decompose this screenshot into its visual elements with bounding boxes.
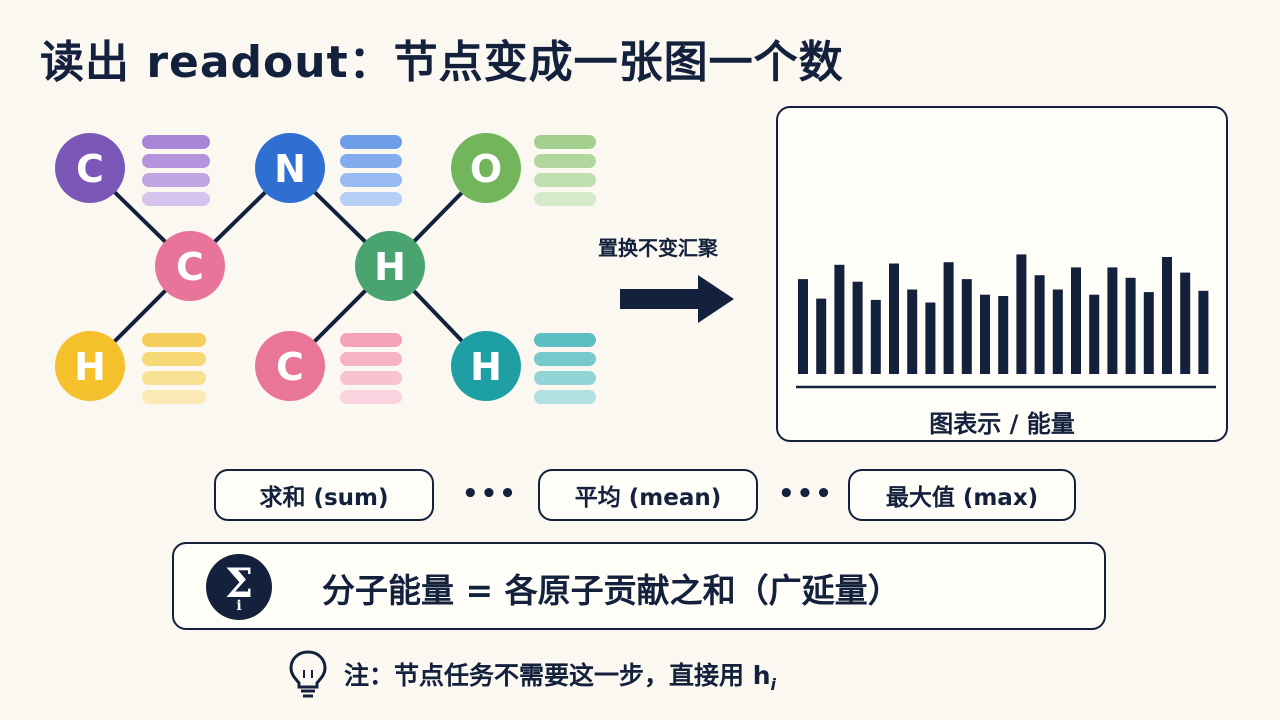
node-feature-bar <box>142 173 210 187</box>
node-feature-bar <box>534 352 596 366</box>
node-feature-bar <box>142 192 210 206</box>
atom-circle <box>451 133 521 203</box>
aggregator-max: 最大值 (max) <box>848 469 1076 521</box>
node-feature-bar <box>142 390 206 404</box>
atom-label: H <box>374 245 406 289</box>
formula-box: Σ i 分子能量 = 各原子贡献之和（广延量） <box>172 542 1106 630</box>
atom-node: H <box>451 331 521 401</box>
node-feature-bar <box>142 352 206 366</box>
atom-label: H <box>470 345 502 389</box>
node-feature-bar <box>534 192 596 206</box>
node-feature-bar <box>142 371 206 385</box>
readout-bar <box>1052 289 1063 374</box>
readout-bar <box>980 294 990 374</box>
node-feature-bar <box>340 154 402 168</box>
node-feature-bar <box>340 173 402 187</box>
atom-circle <box>355 231 425 301</box>
aggregator-label: 求和 (sum) <box>259 485 389 511</box>
atom-node: N <box>255 133 325 203</box>
graph-representation-panel: 图表示 / 能量 <box>776 106 1228 442</box>
atom-label: N <box>274 147 306 191</box>
right-arrow-icon <box>620 275 734 323</box>
separator-dots: ••• <box>778 479 834 509</box>
readout-bar <box>798 279 808 374</box>
sigma-sum-icon: Σ i <box>206 554 272 620</box>
pooling-label: 置换不变汇聚 <box>598 236 718 260</box>
readout-bar <box>925 302 936 374</box>
atom-circle <box>55 331 125 401</box>
atom-node: C <box>155 231 225 301</box>
readout-bar <box>1162 257 1172 374</box>
separator-dots: ••• <box>462 479 518 509</box>
aggregator-label: 平均 (mean) <box>574 485 722 511</box>
note-subscript: i <box>770 675 776 694</box>
atom-node: C <box>55 133 125 203</box>
readout-bar <box>907 289 918 374</box>
atom-circle <box>255 331 325 401</box>
readout-bar <box>852 281 863 374</box>
atom-label: C <box>176 245 204 289</box>
readout-bar <box>1198 290 1209 374</box>
node-feature-bar <box>340 371 402 385</box>
node-feature-bar <box>340 135 402 149</box>
node-feature-bar <box>340 333 402 347</box>
page-title: 读出 readout：节点变成一张图一个数 <box>40 37 844 88</box>
formula-text: 分子能量 = 各原子贡献之和（广延量） <box>322 571 901 610</box>
readout-bar <box>870 299 881 374</box>
node-feature-bar <box>142 135 210 149</box>
readout-bar <box>1143 292 1154 374</box>
readout-bar <box>1107 267 1118 374</box>
node-feature-bar <box>340 352 402 366</box>
atom-node: C <box>255 331 325 401</box>
aggregator-mean: 平均 (mean) <box>538 469 758 521</box>
panel-caption: 图表示 / 能量 <box>929 410 1075 438</box>
node-feature-bar <box>142 333 206 347</box>
note-main: 注：节点任务不需要这一步，直接用 h <box>344 661 771 690</box>
node-feature-bar <box>534 333 596 347</box>
atom-label: C <box>276 345 304 389</box>
aggregator-label: 最大值 (max) <box>885 485 1039 511</box>
atom-circle <box>155 231 225 301</box>
readout-bar <box>834 264 845 374</box>
readout-bar <box>1016 254 1027 374</box>
atom-label: O <box>470 147 502 191</box>
readout-bar <box>889 263 899 374</box>
atom-circle <box>451 331 521 401</box>
node-feature-bar <box>534 154 596 168</box>
node-feature-bar <box>534 390 596 404</box>
node-feature-stacks <box>142 135 596 404</box>
readout-bar <box>961 279 972 374</box>
readout-bar <box>998 296 1009 374</box>
sigma-symbol: Σ <box>224 560 254 607</box>
node-feature-bar <box>340 192 402 206</box>
atom-node: H <box>55 331 125 401</box>
node-feature-bar <box>142 154 210 168</box>
readout-bar <box>1089 294 1100 374</box>
atom-label: C <box>76 147 104 191</box>
readout-bars <box>796 254 1216 389</box>
readout-bar <box>1180 272 1191 374</box>
node-feature-bar <box>534 135 596 149</box>
atom-node: O <box>451 133 521 203</box>
readout-bar <box>816 298 827 374</box>
atom-circle <box>55 133 125 203</box>
node-feature-bar <box>534 173 596 187</box>
readout-bar <box>943 262 954 374</box>
note-text: 注：节点任务不需要这一步，直接用 hi <box>344 656 776 694</box>
atom-circle <box>255 133 325 203</box>
sigma-subscript: i <box>236 598 242 614</box>
atom-node: H <box>355 231 425 301</box>
node-feature-bar <box>534 371 596 385</box>
readout-bar <box>1125 277 1136 374</box>
readout-bar <box>1071 267 1081 374</box>
graph-nodes: C N O C H H C H <box>55 133 521 401</box>
node-feature-bar <box>340 390 402 404</box>
aggregator-sum: 求和 (sum) <box>214 469 434 521</box>
atom-label: H <box>74 345 106 389</box>
readout-bar <box>1034 275 1045 374</box>
lightbulb-icon <box>289 650 327 698</box>
molecule-graph: C N O C H H C H <box>55 133 596 404</box>
